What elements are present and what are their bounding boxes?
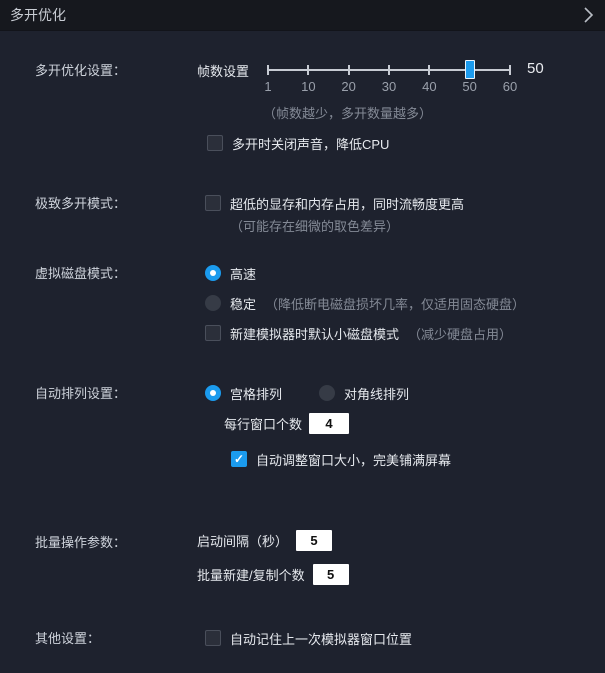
radio-dot bbox=[324, 390, 330, 396]
arrange-radio-diagonal[interactable] bbox=[319, 385, 336, 401]
panel-header: 多开优化 bbox=[0, 0, 605, 31]
extreme-mode-checkbox[interactable] bbox=[205, 195, 221, 211]
arrange-radio-grid-label: 宫格排列 bbox=[230, 386, 283, 402]
autofit-checkbox[interactable]: ✓ bbox=[231, 451, 247, 467]
mute-checkbox[interactable] bbox=[207, 135, 223, 151]
section-label-batch: 批量操作参数： bbox=[35, 535, 127, 550]
section-label-extreme: 极致多开模式： bbox=[35, 196, 127, 211]
section-label-other: 其他设置： bbox=[35, 631, 101, 646]
batch-copy-count-input[interactable] bbox=[312, 563, 349, 585]
small-disk-hint: （减少硬盘占用） bbox=[408, 326, 513, 342]
extreme-mode-hint: （可能存在细微的取色差异） bbox=[230, 218, 400, 234]
disk-radio-fast-label: 高速 bbox=[230, 266, 257, 282]
arrange-radio-diagonal-label: 对角线排列 bbox=[344, 386, 410, 402]
slider-handle[interactable] bbox=[464, 60, 475, 79]
launch-interval-label: 启动间隔（秒） bbox=[197, 533, 289, 549]
frame-rate-hint: （帧数越少，多开数量越多） bbox=[263, 105, 433, 121]
tick-label: 20 bbox=[341, 79, 356, 94]
per-row-count-input[interactable] bbox=[309, 412, 350, 434]
autofit-checkbox-label: 自动调整窗口大小，完美铺满屏幕 bbox=[256, 452, 452, 468]
small-disk-label: 新建模拟器时默认小磁盘模式 bbox=[230, 326, 400, 342]
frame-rate-slider[interactable]: 1 10 20 30 40 50 60 bbox=[264, 57, 517, 101]
section-label-arrange: 自动排列设置： bbox=[35, 386, 127, 401]
mute-checkbox-label: 多开时关闭声音，降低CPU bbox=[232, 136, 390, 152]
arrange-radio-grid[interactable] bbox=[205, 385, 221, 401]
disk-radio-stable-hint: （降低断电磁盘损坏几率，仅适用固态硬盘） bbox=[265, 296, 526, 312]
remember-position-checkbox[interactable] bbox=[205, 630, 221, 646]
tick-label: 50 bbox=[462, 79, 477, 94]
frame-rate-label: 帧数设置 bbox=[197, 63, 250, 79]
small-disk-checkbox[interactable] bbox=[205, 325, 221, 341]
extreme-mode-label: 超低的显存和内存占用，同时流畅度更高 bbox=[230, 196, 465, 212]
slider-tick bbox=[347, 65, 350, 75]
section-label-disk: 虚拟磁盘模式： bbox=[35, 266, 127, 281]
slider-tick bbox=[509, 65, 511, 75]
slider-tick bbox=[267, 65, 269, 75]
check-icon: ✓ bbox=[233, 452, 245, 466]
page-title: 多开优化 bbox=[10, 7, 66, 23]
tick-label: 60 bbox=[502, 79, 518, 94]
radio-dot bbox=[210, 390, 216, 396]
launch-interval-input[interactable] bbox=[296, 529, 333, 551]
batch-copy-count-label: 批量新建/复制个数 bbox=[197, 567, 305, 583]
frame-rate-label-row: 帧数设置 bbox=[197, 60, 249, 80]
slider-tick bbox=[307, 65, 310, 75]
slider-tick bbox=[388, 65, 390, 75]
radio-dot bbox=[210, 270, 216, 276]
remember-position-label: 自动记住上一次模拟器窗口位置 bbox=[230, 631, 413, 647]
tick-label: 30 bbox=[381, 79, 397, 94]
radio-dot bbox=[210, 300, 216, 306]
per-row-count-label: 每行窗口个数 bbox=[224, 416, 303, 432]
chevron-right-icon[interactable] bbox=[581, 6, 595, 24]
tick-label: 40 bbox=[422, 79, 437, 94]
slider-value: 50 bbox=[527, 60, 544, 77]
tick-label: 1 bbox=[264, 79, 272, 94]
section-label-optimize: 多开优化设置： bbox=[35, 63, 127, 78]
disk-radio-stable[interactable] bbox=[205, 295, 221, 311]
disk-radio-fast[interactable] bbox=[205, 265, 221, 281]
slider-tick bbox=[428, 65, 431, 75]
disk-radio-stable-label: 稳定 bbox=[230, 296, 257, 312]
tick-label: 10 bbox=[301, 79, 316, 94]
